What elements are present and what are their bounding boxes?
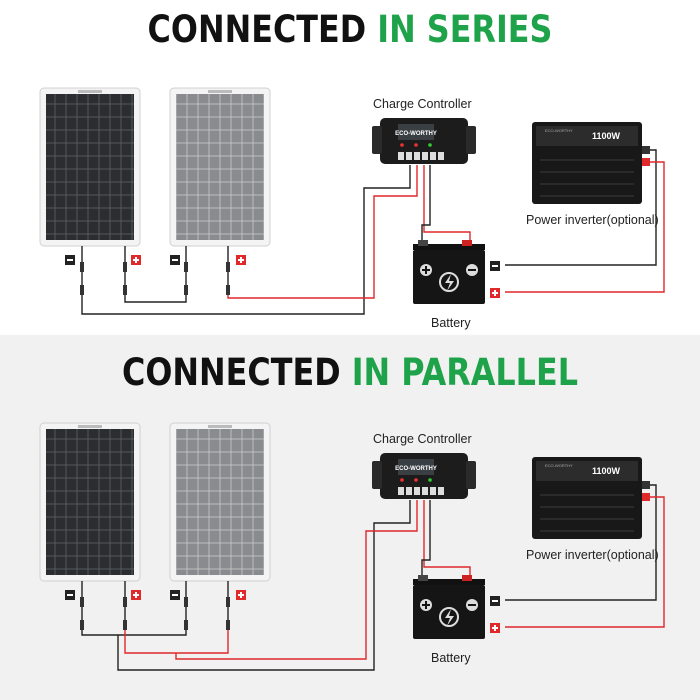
controller-brand-text: ECO-WORTHY	[395, 131, 437, 137]
controller-brand-text-parallel: ECO-WORTHY	[395, 466, 437, 472]
series-wires	[81, 149, 665, 315]
charge-controller-icon-parallel: ECO-WORTHY	[372, 453, 476, 499]
inverter-rating-text: 1100W	[592, 131, 621, 141]
panel-polarity-badges	[65, 255, 246, 265]
inverter-polarity-badges-parallel	[490, 596, 500, 633]
series-charge-controller-label: Charge Controller	[373, 97, 472, 111]
inverter-rating-text-parallel: 1100W	[592, 466, 621, 476]
battery-icon	[413, 240, 485, 304]
series-heading: CONNECTED IN SERIES	[147, 8, 553, 51]
mc4-connectors	[80, 262, 230, 295]
inverter-polarity-badges	[490, 261, 500, 298]
panel-cables	[81, 246, 229, 288]
series-diagram: ECO-WORTHY 1100W ECO-WORTHY	[39, 87, 665, 315]
power-inverter-icon-parallel: 1100W ECO-WORTHY	[532, 457, 650, 539]
parallel-wires	[81, 484, 665, 671]
battery-icon-parallel	[413, 575, 485, 639]
series-power-inverter-label: Power inverter(optional)	[526, 213, 659, 227]
panel-cables-parallel	[81, 581, 229, 623]
inverter-brand-text-parallel: ECO-WORTHY	[545, 463, 573, 468]
solar-panel-1-icon	[39, 87, 141, 247]
parallel-diagram: ECO-WORTHY 1100W ECO-WORTHY	[39, 422, 665, 671]
parallel-heading: CONNECTED IN PARALLEL	[122, 351, 578, 394]
charge-controller-icon: ECO-WORTHY	[372, 118, 476, 164]
mc4-connectors-parallel	[80, 597, 230, 630]
solar-panel-3-icon	[39, 422, 141, 582]
power-inverter-icon: 1100W ECO-WORTHY	[532, 122, 650, 204]
parallel-power-inverter-label: Power inverter(optional)	[526, 548, 659, 562]
series-battery-label: Battery	[431, 316, 471, 330]
solar-panel-2-icon	[169, 87, 271, 247]
panel-polarity-badges-parallel	[65, 590, 246, 600]
inverter-brand-text: ECO-WORTHY	[545, 128, 573, 133]
solar-panel-4-icon	[169, 422, 271, 582]
parallel-charge-controller-label: Charge Controller	[373, 432, 472, 446]
parallel-battery-label: Battery	[431, 651, 471, 665]
